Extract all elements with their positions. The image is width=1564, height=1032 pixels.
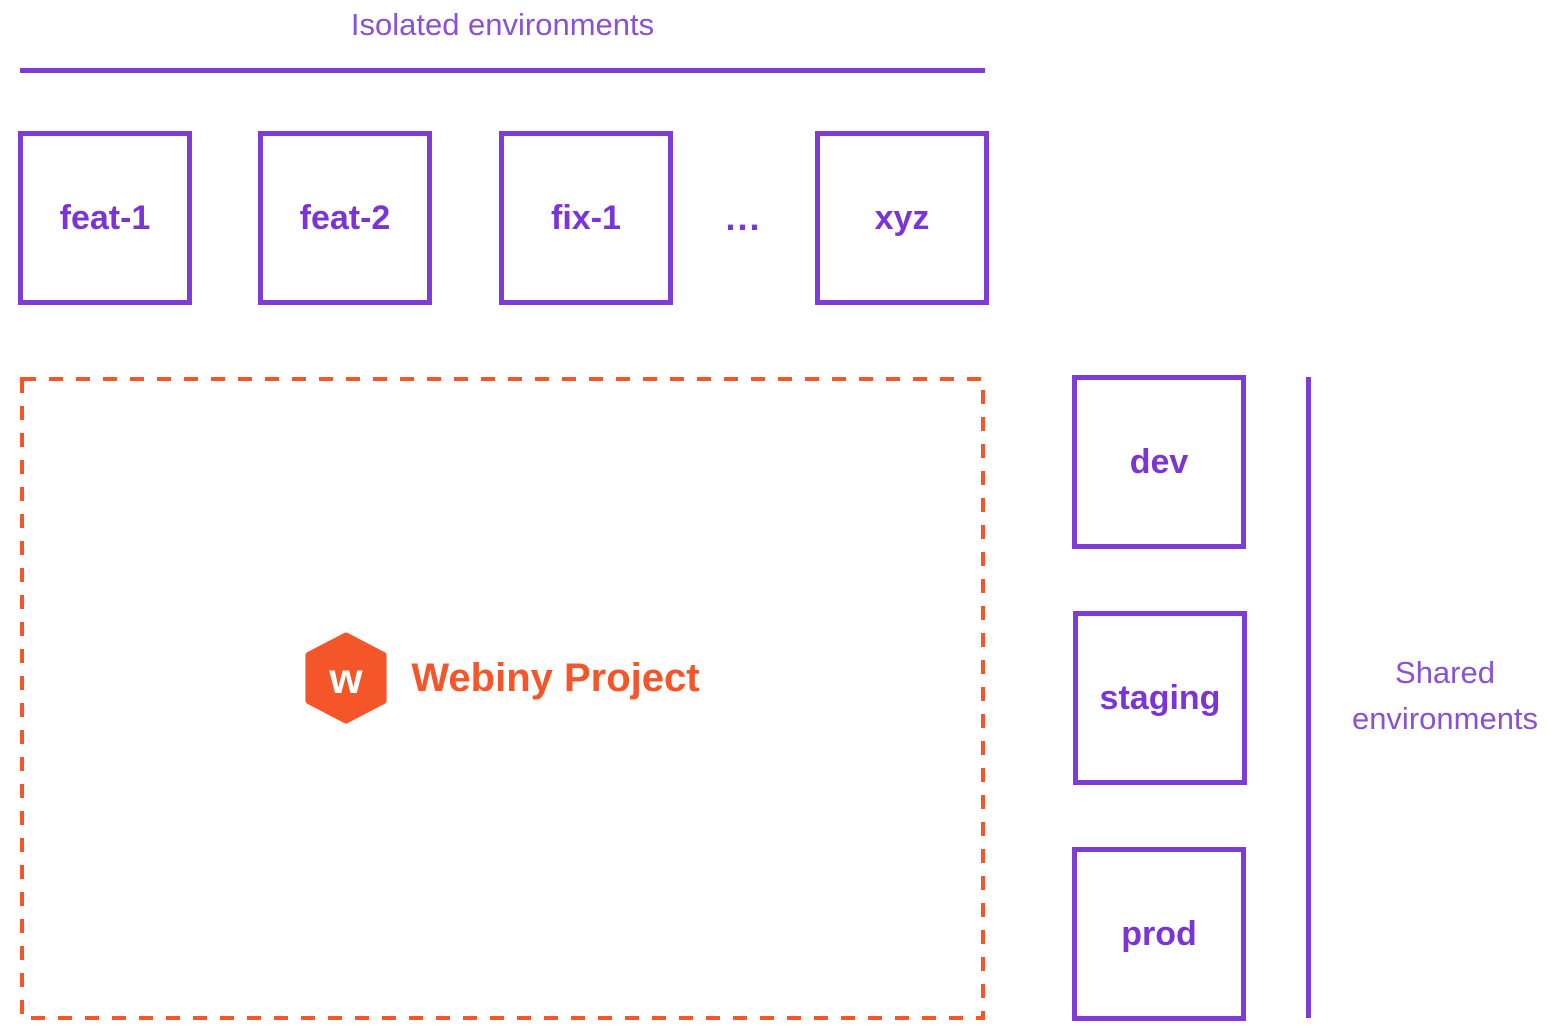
env-box-xyz-label: xyz bbox=[874, 198, 930, 237]
env-box-fix-1-label: fix-1 bbox=[551, 198, 621, 237]
env-box-feat-2: feat-2 bbox=[258, 131, 432, 305]
env-box-fix-1: fix-1 bbox=[499, 131, 673, 305]
env-box-feat-1: feat-1 bbox=[18, 131, 192, 305]
env-box-feat-2-label: feat-2 bbox=[299, 198, 391, 237]
webiny-project-brand: w Webiny Project bbox=[20, 632, 985, 724]
shared-envs-divider bbox=[1306, 377, 1311, 1018]
env-box-xyz: xyz bbox=[815, 131, 989, 305]
shared-environments-label: Shared environments bbox=[1351, 655, 1539, 736]
env-box-prod: prod bbox=[1072, 847, 1246, 1021]
env-box-prod-label: prod bbox=[1121, 914, 1197, 953]
svg-text:w: w bbox=[329, 655, 364, 703]
webiny-project-title: Webiny Project bbox=[411, 655, 700, 700]
ellipsis-label: ... bbox=[725, 197, 762, 238]
isolated-environments-label: Isolated environments bbox=[350, 7, 655, 42]
env-box-dev: dev bbox=[1072, 375, 1246, 549]
env-box-staging-label: staging bbox=[1099, 678, 1221, 717]
webiny-logo-icon: w bbox=[305, 632, 387, 724]
env-box-feat-1-label: feat-1 bbox=[59, 198, 151, 237]
env-box-staging: staging bbox=[1073, 611, 1247, 785]
webiny-project-container bbox=[20, 377, 985, 1020]
env-box-dev-label: dev bbox=[1129, 442, 1189, 481]
isolated-group-underline bbox=[20, 68, 985, 73]
